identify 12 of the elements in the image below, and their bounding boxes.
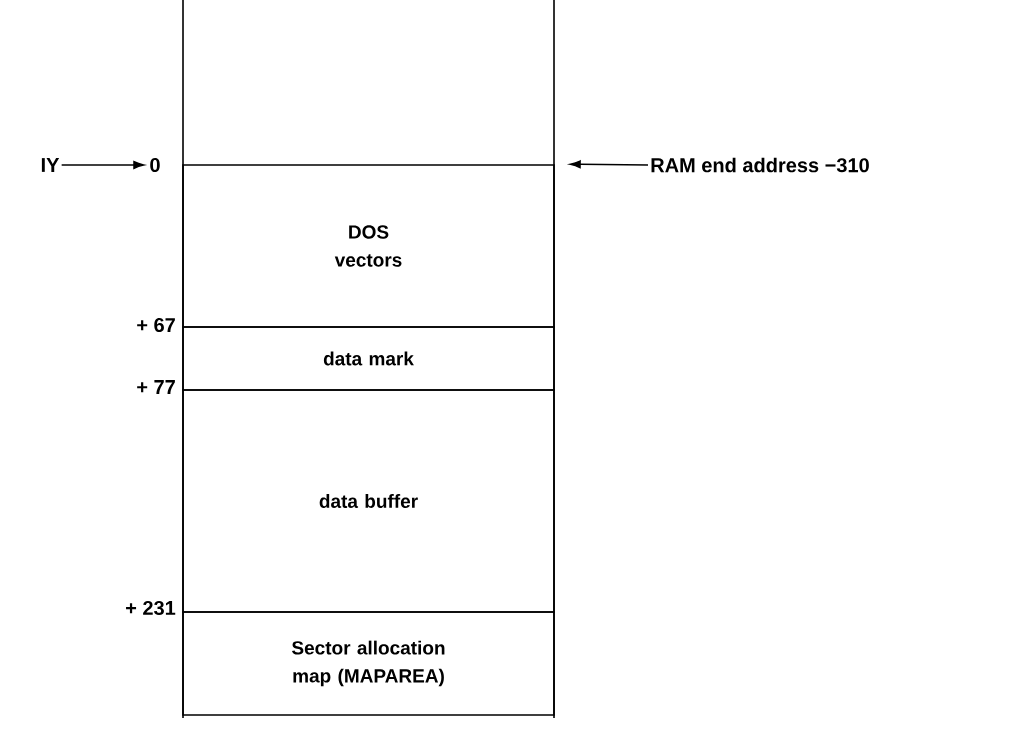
address-label: RAM end address −310 — [651, 157, 869, 173]
memory-band: data mark — [182, 326, 555, 391]
offset-label: + 67 — [137, 317, 175, 333]
address-label: 0 — [150, 157, 160, 173]
memory-band: data buffer — [182, 389, 555, 613]
offset-label: + 77 — [137, 380, 175, 394]
memory-band: Sector allocation map (MAPAREA) — [182, 611, 555, 716]
address-label: IY — [41, 158, 60, 172]
arrow — [569, 160, 649, 169]
memory-band: DOS vectors — [182, 164, 555, 328]
offset-label: + 231 — [126, 600, 176, 616]
arrow — [60, 161, 145, 169]
